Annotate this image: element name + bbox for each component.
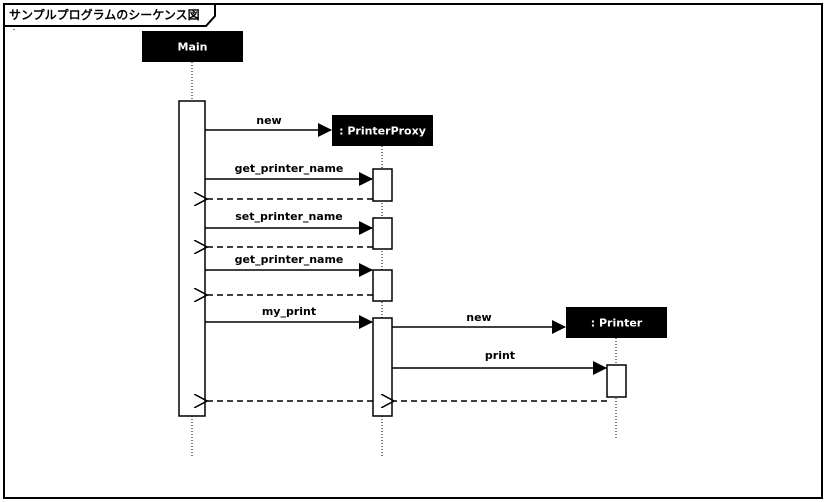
message-label: new — [466, 311, 491, 324]
object-main-label: Main — [178, 41, 208, 54]
object-printer-proxy-label: : PrinterProxy — [339, 125, 426, 138]
message-set-printer-name: set_printer_name — [205, 210, 373, 235]
message-get-printer-name-2: get_printer_name — [205, 253, 373, 277]
activation-proxy-2 — [372, 217, 393, 250]
diagram-title-tab: サンプルプログラムのシーケンス図 — [3, 3, 216, 27]
activation-proxy-1 — [372, 168, 393, 202]
message-new-proxy: new — [205, 114, 332, 137]
message-label: my_print — [262, 305, 316, 318]
activation-proxy-4 — [372, 317, 393, 417]
diagram-title: サンプルプログラムのシーケンス図 — [9, 7, 200, 22]
object-printer-label: : Printer — [591, 317, 643, 330]
message-label: get_printer_name — [235, 253, 344, 266]
object-main: Main — [142, 31, 243, 62]
message-label: new — [256, 114, 281, 127]
message-my-print: my_print — [205, 305, 373, 329]
message-label: get_printer_name — [235, 162, 344, 175]
message-label: set_printer_name — [235, 210, 343, 223]
object-printer-proxy: : PrinterProxy — [332, 115, 433, 146]
message-label: print — [485, 349, 515, 362]
message-print: print — [392, 349, 607, 375]
activation-proxy-3 — [372, 269, 393, 302]
message-new-printer: new — [392, 311, 566, 334]
activation-main — [178, 100, 206, 417]
diagram-frame — [3, 3, 823, 499]
activation-printer — [606, 364, 627, 398]
object-printer: : Printer — [566, 307, 667, 338]
message-get-printer-name-1: get_printer_name — [205, 162, 373, 186]
